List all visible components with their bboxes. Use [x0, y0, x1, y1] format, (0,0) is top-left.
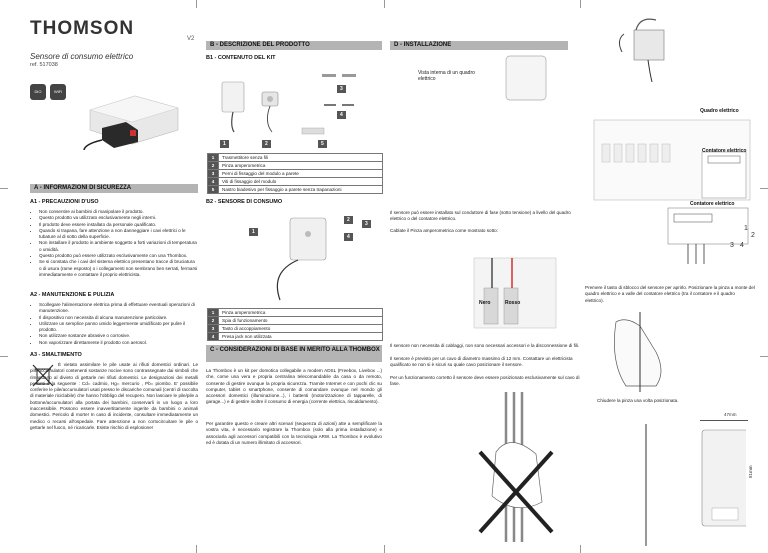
d-paragraph-2: Cablate il Pinza amperometrica come most… [390, 228, 498, 233]
meter-num: 2 [751, 232, 755, 239]
crop-mark [196, 545, 197, 553]
b1-title: B1 - CONTENUTO DEL KIT [206, 55, 276, 61]
list-item: Non utilizzare sostanze abrasive o corro… [39, 333, 198, 339]
d-paragraph-6: Per un funzionamento corretto il sensore… [390, 375, 580, 387]
list-item: Il prodotto deve essere installato da pe… [39, 222, 198, 228]
crop-mark [580, 545, 581, 553]
list-item: Non installare il prodotto in ambiente s… [39, 240, 198, 253]
kit-contents-image [221, 74, 356, 135]
a2-title: A2 - MANUTENZIONE E PULIZIA [30, 292, 115, 298]
width-dimension: 47mm [724, 412, 737, 417]
wifi-badge-icon: WiFi [50, 84, 66, 100]
wiring-image [473, 257, 557, 329]
b2-title: B2 - SENSORE DI CONSUMO [206, 199, 283, 205]
d-paragraph-4: Il sensore non necessita di cablaggi, no… [390, 343, 580, 348]
a1-title: A1 - PRECAUZIONI D'USO [30, 199, 99, 205]
sensor-tag: 3 [362, 220, 371, 228]
crop-mark [384, 545, 385, 553]
c-paragraph-2: Per garantire questo e creare altri scen… [206, 421, 382, 445]
quadro-image [593, 119, 751, 201]
crossed-bin-icon [32, 364, 54, 387]
list-item: Il dispositivo non necessita di alcuna m… [39, 315, 198, 321]
a1-list: Non consentire ai bambini di manipolare … [30, 209, 198, 278]
product-ref: ref. 517038 [30, 62, 58, 68]
kit-tag: 1 [220, 140, 229, 148]
contatore-label-2: Contatore elettrico [690, 201, 735, 207]
list-item: Scollegare l'alimentazione elettrica pri… [39, 302, 198, 315]
cross-out-image [478, 392, 554, 542]
section-d-header: D - INSTALLAZIONE [390, 41, 568, 50]
sensor-tag: 1 [249, 228, 258, 236]
sensor-tag: 2 [344, 216, 353, 224]
crop-mark [580, 0, 581, 8]
section-b-header: B - DESCRIZIONE DEL PRODOTTO [206, 41, 382, 50]
kit-tag: 3 [337, 85, 346, 93]
contatore-label-1: Contatore elettrico [702, 148, 747, 154]
meter-num: 3 [730, 242, 734, 249]
meter-num: 1 [744, 225, 748, 232]
list-item: Se si constata che i cavi del sistema el… [39, 259, 198, 278]
kit-tag: 5 [318, 140, 327, 148]
kit-tag: 2 [262, 140, 271, 148]
hand-clamp-image [614, 312, 662, 392]
d-paragraph-5: Il sensore è previsto per un cavo di dia… [390, 356, 573, 368]
crop-mark [384, 0, 385, 8]
crop-mark [0, 188, 8, 189]
brand-logo: THOMSON [30, 18, 135, 39]
meter-num: 4 [740, 242, 744, 249]
crop-mark [196, 0, 197, 8]
height-dimension: 81mm [748, 465, 753, 478]
section-a-header: A - INFORMAZIONI DI SICUREZZA [30, 184, 198, 193]
panel-box-image [505, 55, 547, 101]
clamp-open-image [618, 18, 665, 82]
sensor-tag: 4 [344, 233, 353, 241]
product-image [83, 95, 179, 150]
list-item: Questo prodotto può essere utilizzato es… [39, 253, 198, 259]
list-item: Questo prodotto va utilizzato esclusivam… [39, 215, 198, 221]
a3-title: A3 - SMALTIMENTO [30, 352, 82, 358]
d-paragraph-1: Il sensore può essere installato sul con… [390, 210, 571, 222]
dimension-line [700, 420, 748, 421]
list-item: Utilizzare un semplice panno umido legge… [39, 321, 198, 334]
a3-text: È vietato assimilare le pile usate ai ri… [30, 362, 198, 430]
c-paragraph-1: La Thombox è un kit per domotica collega… [206, 368, 382, 405]
a2-list: Scollegare l'alimentazione elettrica pri… [30, 302, 198, 346]
section-c-header: C - CONSIDERAZIONI DI BASE IN MERITO ALL… [206, 345, 382, 362]
version-label: V2 [187, 36, 195, 42]
list-item: Non consentire ai bambini di manipolare … [39, 209, 198, 215]
d-paragraph-3: Premere il tasto di sblocco del sensore … [585, 285, 755, 303]
crop-mark [760, 188, 768, 189]
quadro-label: Quadro elettrico [700, 108, 739, 114]
meter-image [667, 207, 749, 264]
kit-tag: 4 [337, 111, 346, 119]
crop-mark [760, 356, 768, 357]
list-item: Non vaporizzare direttamente il prodotto… [39, 340, 198, 346]
sensor-image [276, 217, 327, 301]
dio-badge-icon: DiO [30, 84, 46, 100]
d-paragraph-7: Chiudere la pinza una volta posizionata. [597, 398, 679, 403]
crop-mark [0, 356, 8, 357]
nero-label: Nero [479, 300, 491, 306]
rosso-label: Rosso [505, 300, 521, 306]
closed-sensor-image [645, 424, 746, 546]
vista-label: Vista interna di un quadro elettrico [418, 70, 475, 83]
product-title: Sensore di consumo elettrico [30, 52, 134, 61]
list-item: Quando si trapana, fare attenzione a non… [39, 228, 198, 241]
